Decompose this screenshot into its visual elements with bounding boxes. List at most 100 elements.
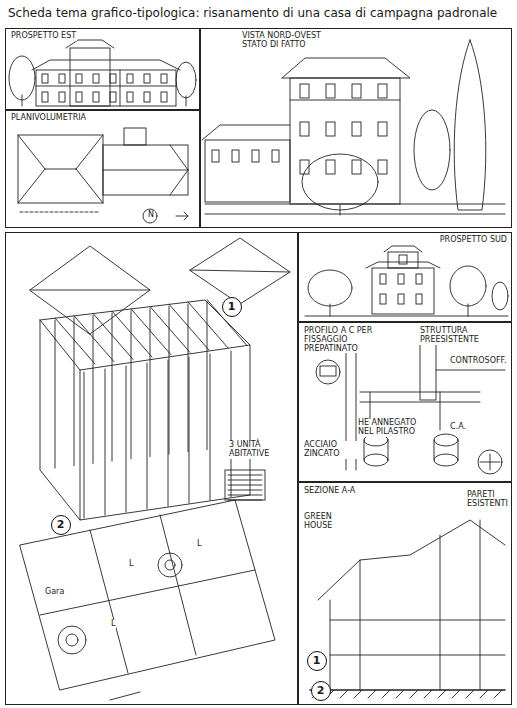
sheet-title: Scheda tema grafico-tipologica: risaname…: [8, 6, 497, 20]
window-mark: [59, 92, 65, 102]
sketch-stroke: [340, 690, 348, 698]
window-mark: [352, 84, 361, 98]
detail-label: STRUTTURA PREESISTENTE: [419, 327, 509, 345]
panel-heading: SEZIONE A-A: [303, 487, 356, 496]
detail-label: ACCIAIO ZINCATO: [303, 441, 357, 459]
window-mark: [144, 92, 150, 102]
sketch-stroke: [396, 690, 404, 698]
sketch-stroke: [228, 485, 262, 486]
drawing-panel: 3 UNITÀ ABITATIVE 1 2: [5, 232, 298, 705]
window-mark: [380, 274, 386, 284]
panel-heading: PROSPETTO EST: [10, 32, 77, 41]
sketch-stroke: [438, 690, 446, 698]
sketch-stroke: [93, 313, 133, 359]
sketch-stroke: [228, 475, 262, 476]
window-mark: [110, 74, 116, 83]
window-mark: [59, 74, 65, 83]
window-mark: [300, 160, 309, 174]
sketch-stroke: [188, 304, 189, 452]
panel-heading: VISTA NORD-OVEST STATO DI FATTO: [241, 32, 339, 50]
window-mark: [127, 92, 133, 102]
drawing-panel: PROSPETTO EST: [5, 28, 200, 110]
window-mark: [398, 294, 404, 304]
detail-label: C.A.: [449, 423, 467, 432]
sketch-stroke: [74, 316, 114, 362]
section-panel: SEZIONE A-A GREEN HOUSE PARETI ESISTENTI 1 2: [298, 482, 512, 705]
sketch-stroke: [55, 320, 56, 468]
window-mark: [326, 84, 335, 98]
detail-label: CONTROSOFF.: [449, 357, 507, 366]
sketch-stroke: [93, 315, 94, 463]
window-mark: [352, 160, 361, 174]
window-mark: [399, 255, 407, 264]
window-mark: [352, 122, 361, 136]
window-mark: [232, 150, 239, 162]
sketch-stroke: [112, 313, 113, 461]
axonometric-frame: [30, 238, 290, 520]
window-mark: [93, 92, 99, 102]
window-mark: [76, 92, 82, 102]
room-label: Gara: [44, 588, 65, 597]
panel-note: 3 UNITÀ ABITATIVE: [228, 441, 288, 459]
sketch-stroke: [147, 363, 148, 509]
room-label: L: [110, 620, 116, 629]
sketch-stroke: [74, 318, 75, 466]
callout-number: 1: [228, 301, 236, 312]
sketch-stroke: [494, 690, 502, 698]
drawing-panel: PLANIVOLUMETRIA: [5, 110, 200, 228]
window-mark: [161, 74, 167, 83]
window-mark: [378, 122, 387, 136]
window-mark: [252, 150, 259, 162]
window-mark: [326, 160, 335, 174]
sketch-stroke: [112, 311, 152, 357]
sketch-stroke: [210, 354, 211, 500]
panel-heading: PROSPETTO SUD: [439, 236, 508, 245]
window-mark: [326, 122, 335, 136]
room-label: L: [128, 560, 134, 569]
drawing-label: PARETI ESISTENTI: [466, 491, 508, 509]
south-elevation: [305, 246, 508, 316]
window-mark: [42, 92, 48, 102]
sketch-stroke: [105, 369, 106, 515]
callout-number: 2: [57, 519, 65, 530]
sketch-stroke: [228, 500, 262, 501]
detail-panel: PROFILO A C PER FISSAGGIO PREPATINATO STR…: [298, 322, 512, 482]
window-mark: [110, 92, 116, 102]
window-mark: [93, 74, 99, 83]
sketch-stroke: [84, 372, 85, 518]
sketch-stroke: [55, 318, 95, 364]
detail-label: PROFILO A C PER FISSAGGIO PREPATINATO: [303, 327, 377, 353]
drawing-label: GREEN HOUSE: [303, 513, 345, 531]
callout-circle: 1: [222, 297, 242, 317]
sketch-stroke: [207, 302, 208, 450]
sketch-stroke: [126, 366, 127, 512]
detail-label: HE ANNEGATO NEL PILASTRO: [357, 419, 421, 437]
callout-circle: 2: [51, 515, 71, 535]
window-mark: [380, 294, 386, 304]
window-mark: [398, 274, 404, 284]
callout-number: 1: [313, 655, 321, 666]
window-mark: [416, 274, 422, 284]
window-mark: [272, 150, 279, 162]
drawing-panel: PROSPETTO SUD: [298, 232, 512, 322]
sketch-stroke: [150, 307, 190, 353]
callout-number: 2: [317, 685, 325, 696]
window-mark: [76, 74, 82, 83]
window-mark: [300, 122, 309, 136]
sketch-stroke: [466, 690, 474, 698]
sketch-stroke: [169, 304, 209, 350]
window-mark: [416, 294, 422, 304]
sketch-stroke: [382, 690, 390, 698]
panel-heading: PLANIVOLUMETRIA: [10, 114, 87, 123]
window-mark: [127, 74, 133, 83]
callout-circle: 2: [311, 681, 331, 701]
sketch-stroke: [228, 495, 262, 496]
east-elevation: [9, 40, 196, 106]
window-mark: [144, 74, 150, 83]
sketch-stroke: [189, 357, 190, 503]
sketch-stroke: [168, 360, 169, 506]
north-west-view: [202, 40, 505, 215]
sketch-stroke: [452, 690, 460, 698]
site-plan: [18, 128, 188, 223]
drawing-panel: VISTA NORD-OVEST STATO DI FATTO: [200, 28, 512, 228]
